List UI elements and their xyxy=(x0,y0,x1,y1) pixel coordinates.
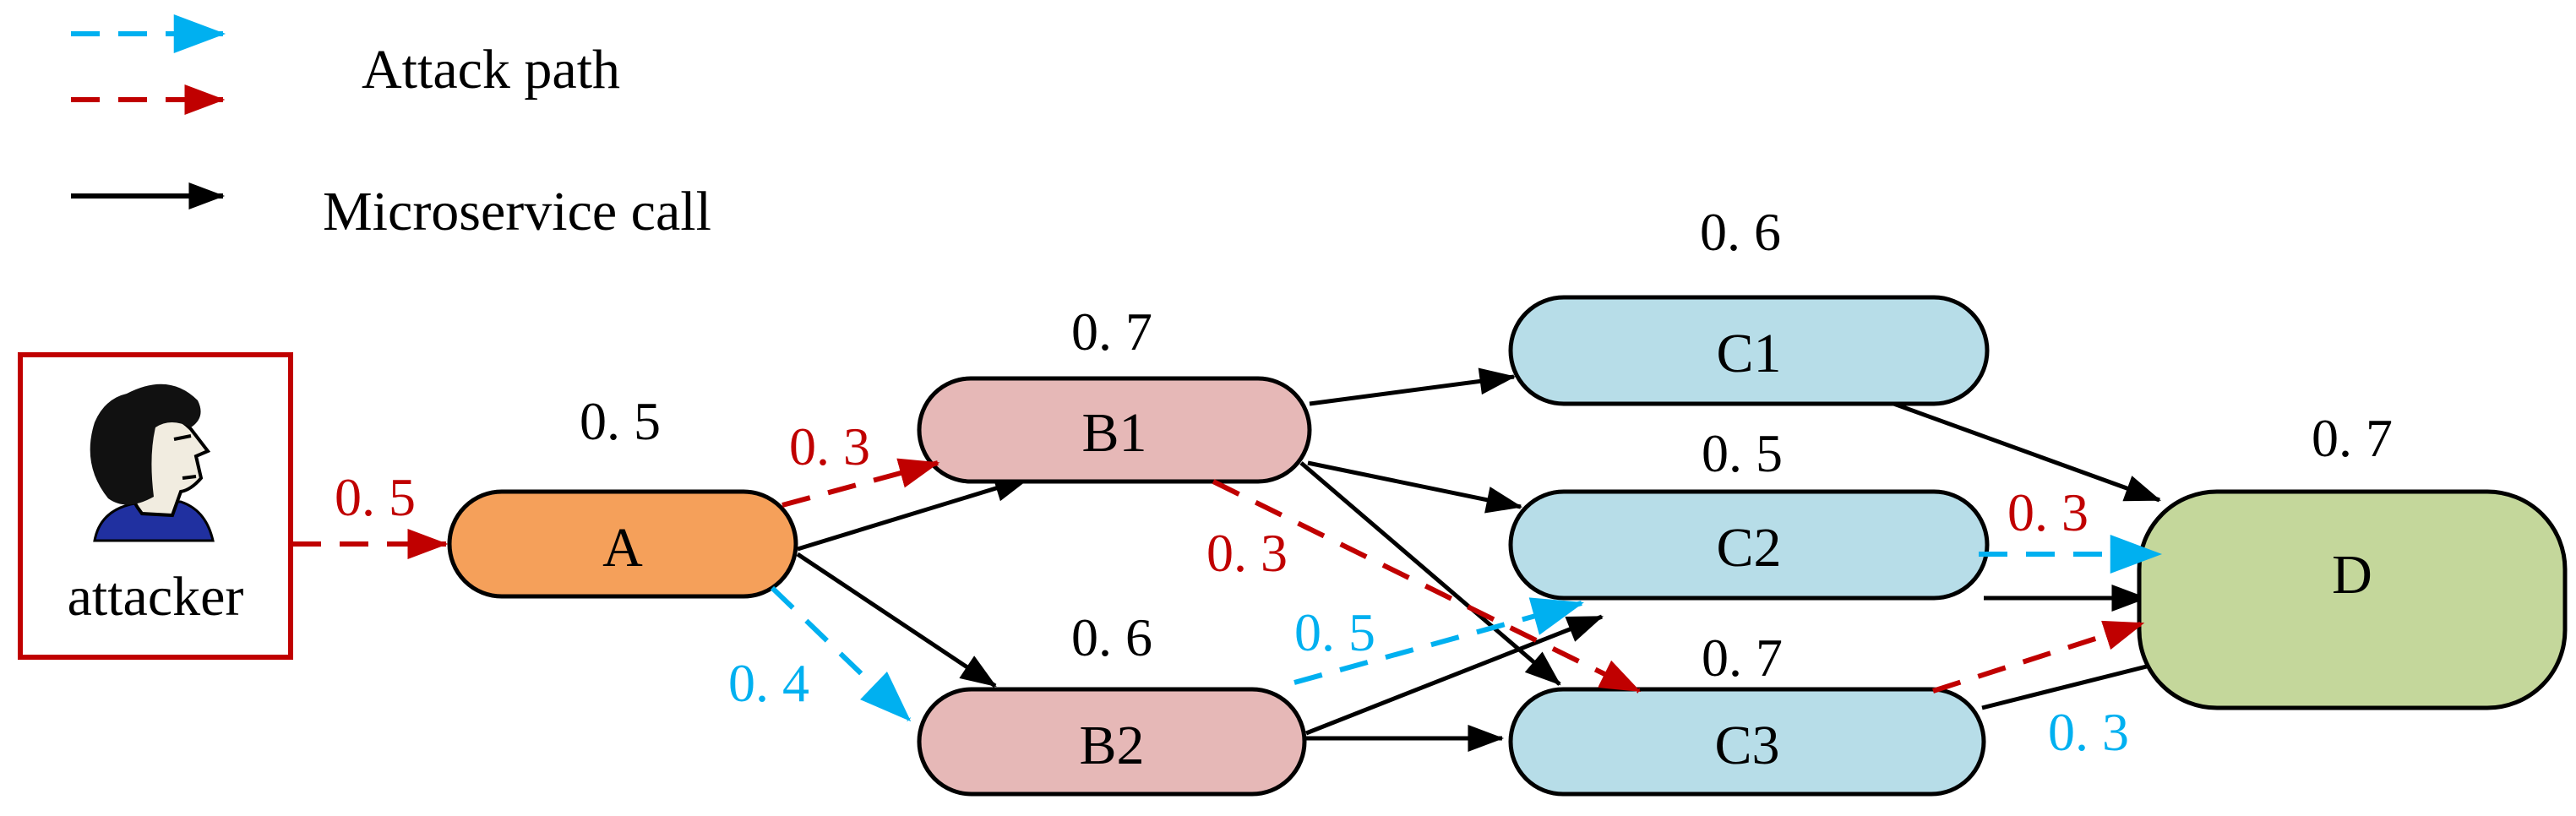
node-C1-score: 0. 6 xyxy=(1700,202,1781,262)
node-C3: C3 xyxy=(1508,687,1986,797)
node-D-label: D xyxy=(2332,544,2372,606)
node-C2-label: C2 xyxy=(1716,517,1781,579)
prob-C2-D: 0. 3 xyxy=(2007,482,2089,542)
node-C2: C2 xyxy=(1508,489,1990,601)
node-scores: 0. 5 0. 7 0. 6 0. 6 0. 5 0. 7 0. 7 xyxy=(580,202,2393,688)
prob-A-B2: 0. 4 xyxy=(728,653,809,713)
attack-edge-A-B2 xyxy=(770,585,912,722)
edge-C1-D xyxy=(1888,400,2162,503)
node-D: D xyxy=(2137,489,2568,710)
edge-A-B2 xyxy=(796,552,997,688)
node-A-score: 0. 5 xyxy=(580,391,661,451)
node-C3-label: C3 xyxy=(1714,715,1779,776)
node-D-score: 0. 7 xyxy=(2312,408,2393,468)
attack-edge-B1-C3 xyxy=(1212,479,1642,694)
prob-B1-C3: 0. 3 xyxy=(1206,523,1288,583)
red-attack-path xyxy=(292,458,2145,694)
legend-microservice-call-label: Microservice call xyxy=(323,181,711,242)
edge-A-B1 xyxy=(797,475,1032,552)
node-B2: B2 xyxy=(917,687,1307,797)
node-C1: C1 xyxy=(1508,295,1990,406)
attack-edge-C3-D xyxy=(1932,620,2145,694)
legend: Attack path Microservice call xyxy=(71,14,711,242)
node-B1-score: 0. 7 xyxy=(1071,302,1152,362)
edge-B1-C1 xyxy=(1309,367,1517,406)
node-A: A xyxy=(447,489,798,599)
prob-A-B1: 0. 3 xyxy=(789,416,870,476)
blue-attack-path xyxy=(770,535,2163,722)
node-B2-score: 0. 6 xyxy=(1071,607,1152,667)
attack-edge-A-B1 xyxy=(782,458,940,508)
edge-B1-C3 xyxy=(1299,461,1561,686)
attacker-box: attacker xyxy=(18,352,293,660)
person-icon xyxy=(90,384,215,542)
edge-B2-C2 xyxy=(1305,614,1604,736)
edge-B1-C2 xyxy=(1307,460,1523,514)
node-B1-label: B1 xyxy=(1081,402,1146,464)
prob-C3-D-blue: 0. 3 xyxy=(2048,702,2129,762)
attack-edge-B2-C2 xyxy=(1293,597,1584,685)
node-B1: B1 xyxy=(917,376,1312,484)
attacker-label: attacker xyxy=(68,566,244,628)
node-B2-label: B2 xyxy=(1079,715,1144,776)
legend-attack-path-label: Attack path xyxy=(362,39,620,101)
node-A-label: A xyxy=(602,517,643,579)
prob-B2-C2: 0. 5 xyxy=(1294,602,1375,662)
prob-attacker-A: 0. 5 xyxy=(335,467,416,527)
node-C2-score: 0. 5 xyxy=(1702,423,1783,483)
node-C3-score: 0. 7 xyxy=(1702,628,1783,688)
node-C1-label: C1 xyxy=(1716,323,1781,384)
edge-probabilities: 0. 5 0. 3 0. 4 0. 3 0. 5 0. 3 0. 3 xyxy=(335,416,2129,762)
